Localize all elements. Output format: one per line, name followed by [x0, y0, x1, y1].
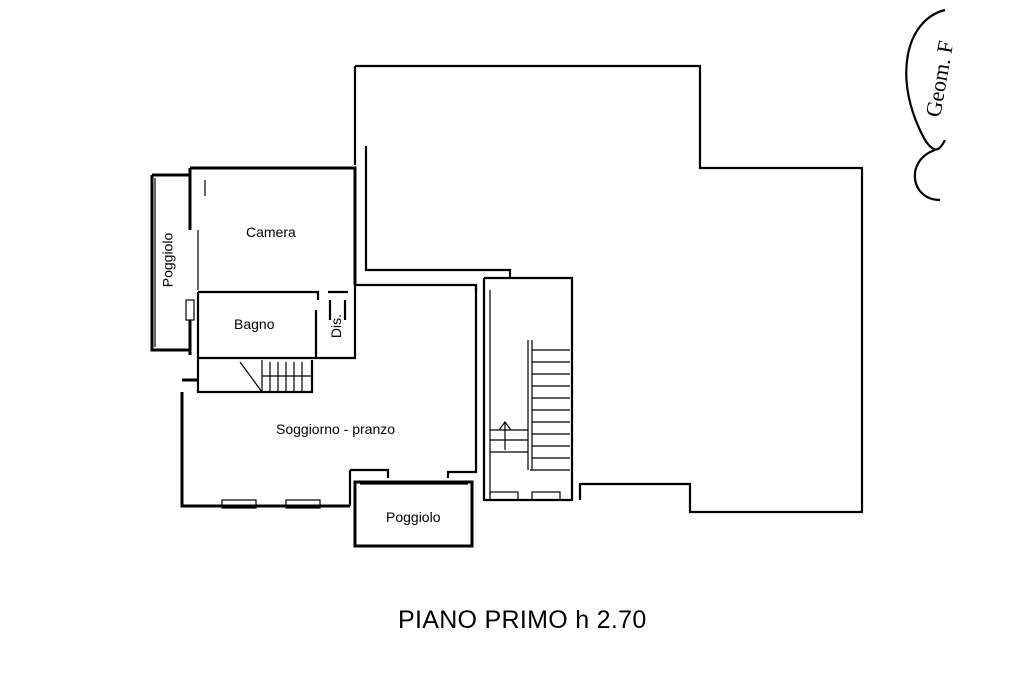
- outer-wall-left: [180, 166, 357, 508]
- room-label-soggiorno: Soggiorno - pranzo: [276, 421, 396, 437]
- partition-wall: [364, 146, 512, 278]
- stairwell-walls: [482, 276, 574, 502]
- windows-bottom: [221, 491, 561, 509]
- room-label-bagno: Bagno: [234, 316, 275, 332]
- balcony-bottom: [353, 480, 474, 548]
- camera-bottom-wall: [198, 290, 348, 300]
- room-label-camera: Camera: [246, 224, 296, 240]
- room-label-poggiolo-left: Poggiolo: [159, 232, 176, 288]
- room-label-dis: Dis.: [328, 313, 345, 339]
- room-label-poggiolo-bottom: Poggiolo: [386, 509, 441, 525]
- balcony-left: [150, 173, 190, 352]
- stair-arrow-icon: [498, 421, 512, 450]
- stair-left-treads: [239, 360, 312, 393]
- floor-title: PIANO PRIMO h 2.70: [398, 606, 647, 634]
- dis-wall: [328, 300, 347, 320]
- stairwell-treads: [490, 340, 570, 471]
- soggiorno-walls: [348, 285, 478, 506]
- door-marks: [185, 180, 206, 321]
- stamp: Geom. F: [905, 8, 958, 202]
- outer-wall-right-block: [353, 64, 864, 514]
- stamp-text: Geom. F: [920, 39, 958, 119]
